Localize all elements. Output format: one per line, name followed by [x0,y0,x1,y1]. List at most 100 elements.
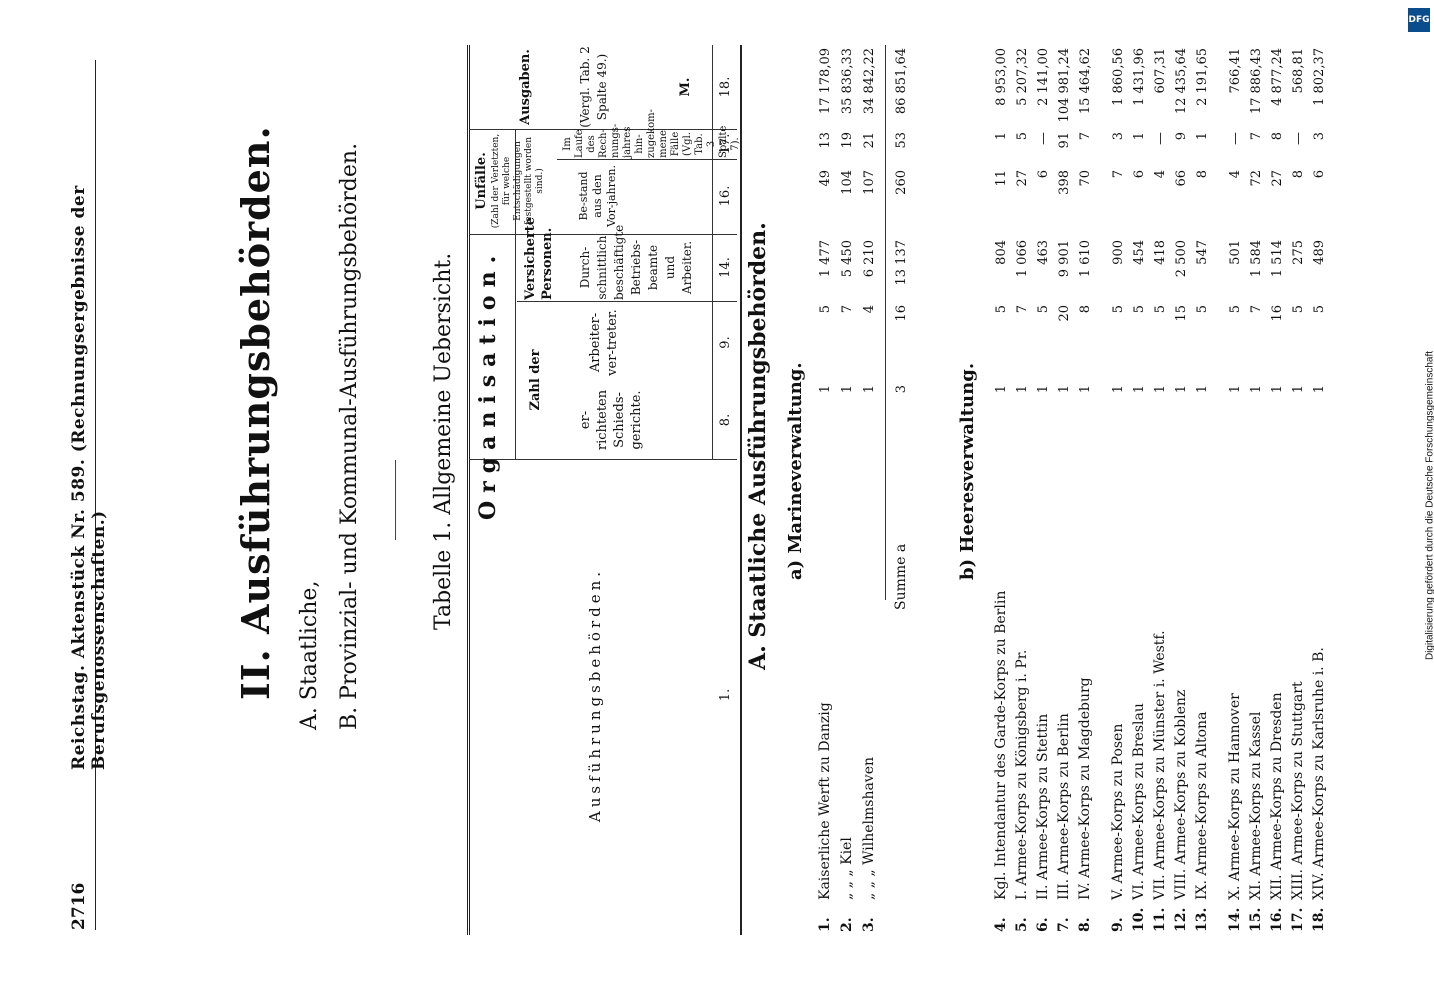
page-number: 2716 [69,882,89,930]
row-number: 17. [1290,907,1306,932]
table-cell: 2 191,65 [1195,48,1210,106]
column-header-schiedsgerichte: er-richteten Schieds-gerichte. [578,389,644,451]
table-cell: 5 [818,305,833,314]
column-number: 9. [718,336,733,349]
table-cell: 1 431,96 [1132,48,1147,106]
table-cell: — [1291,132,1306,145]
table-cell: 104 981,24 [1057,48,1072,123]
table-cell: 1 [1036,385,1051,394]
table-cell: 7 [1015,305,1030,314]
table-cell: 5 [1195,305,1210,314]
subsection-b-heading: b) Heeresverwaltung. [957,362,978,580]
header-title: Reichstag. Aktenstück Nr. 589. (Rechnung… [69,185,109,770]
table-cell: 1 [1249,385,1264,394]
row-label: IV. Armee-Korps zu Magdeburg [1077,677,1093,900]
unfaelle-label: Unfälle. [474,152,489,210]
main-heading: II. Ausführungsbehörden. [233,125,278,700]
column-number: 14. [718,257,733,278]
section-a-heading: A. Staatliche Ausführungsbehörden. [745,222,771,670]
table-cell: 8 [1270,132,1285,141]
row-label: VIII. Armee-Korps zu Koblenz [1173,689,1189,900]
table-cell: 12 435,64 [1174,48,1189,115]
table-cell: 568,81 [1291,48,1306,94]
table-cell: 7 [1078,132,1093,141]
column-header-arbeitervertreter: Arbeiter-ver-treter. [588,309,620,376]
table-cell: 19 [840,132,855,149]
table-cell: 4 [1153,170,1168,179]
row-number: 10. [1131,907,1147,932]
divider [712,45,713,460]
dfg-logo: DFG [1408,8,1430,32]
table-cell: 17 178,09 [818,48,833,115]
row-label: V. Armee-Korps zu Posen [1110,723,1126,900]
table-cell: 15 [1174,305,1189,322]
table-cell: 607,31 [1153,48,1168,94]
row-number: 3. [861,917,877,932]
table-cell: 5 [1015,132,1030,141]
digitization-credit-text: Digitalisierung gefördert durch die Deut… [1424,350,1434,661]
table-cell: 86 851,64 [894,48,909,115]
organisation-heading: Organisation. [475,247,501,520]
sidebar-credit: Digitalisierung gefördert durch die Deut… [1420,30,1434,990]
row-label: I. Armee-Korps zu Königsberg i. Pr. [1014,649,1030,900]
subheading-b: B. Provinzial- und Kommunal-Ausführungsb… [337,142,362,730]
subsection-a-heading: a) Marineverwaltung. [785,362,806,580]
row-number: 7. [1056,917,1072,932]
page-header: 2716 Reichstag. Aktenstück Nr. 589. (Rec… [65,60,109,930]
table-cell: 16 [894,305,909,322]
table-cell: 107 [862,170,877,195]
row-label: IX. Armee-Korps zu Altona [1194,711,1210,900]
table-cell: 1 [1153,385,1168,394]
table-cell: 6 [1132,170,1147,179]
table-cell: 35 836,33 [840,48,855,115]
table-cell: 1 066 [1015,240,1030,278]
table-cell: 1 610 [1078,240,1093,278]
divider [557,159,737,160]
table-cell: 5 [1111,305,1126,314]
table-cell: 1 [1111,385,1126,394]
divider [885,45,886,600]
row-number: 8. [1077,917,1093,932]
table-cell: 418 [1153,240,1168,265]
table-cell: 1 [1015,385,1030,394]
table-cell: 8 [1291,170,1306,179]
table-cell: 5 [994,305,1009,314]
row-label: Summe a [893,543,909,610]
table-cell: — [1228,132,1243,145]
table-cell: 454 [1132,240,1147,265]
table-cell: 5 [1036,305,1051,314]
document-page: 2716 Reichstag. Aktenstück Nr. 589. (Rec… [17,0,1417,1000]
table-cell: 1 [818,385,833,394]
table-cell: 6 210 [862,240,877,278]
row-label: Kaiserliche Werft zu Danzig [817,702,833,900]
table-cell: 1 477 [818,240,833,278]
column-number: 16. [718,185,733,207]
table-cell: 260 [894,170,909,195]
row-number: 14. [1227,907,1243,932]
table-cell: 1 584 [1249,240,1264,278]
table-cell: 13 137 [894,240,909,286]
table-cell: 1 514 [1270,240,1285,278]
table-cell: 2 500 [1174,240,1189,278]
row-label: Kgl. Intendantur des Garde-Korps zu Berl… [993,590,1009,900]
row-label: „ „ „ Kiel [839,837,855,900]
row-number: 11. [1152,907,1168,932]
divider [395,460,396,540]
table-cell: 1 [1174,385,1189,394]
row-number: 9. [1110,917,1126,932]
table-cell: 398 [1057,170,1072,195]
table-cell: 1 [1270,385,1285,394]
table-cell: 1 802,37 [1312,48,1327,106]
table-cell: 1 [994,385,1009,394]
table-cell: 27 [1270,170,1285,187]
table-cell: 17 886,43 [1249,48,1264,115]
table-cell: 8 953,00 [994,48,1009,106]
table-cell: 1 [1291,385,1306,394]
table-cell: 1 [862,385,877,394]
table-cell: 11 [994,170,1009,187]
table-cell: 20 [1057,305,1072,322]
table-cell: 1 860,56 [1111,48,1126,106]
table-cell: 463 [1036,240,1051,265]
table-cell: — [1036,132,1051,145]
table-cell: 9 [1174,132,1189,141]
